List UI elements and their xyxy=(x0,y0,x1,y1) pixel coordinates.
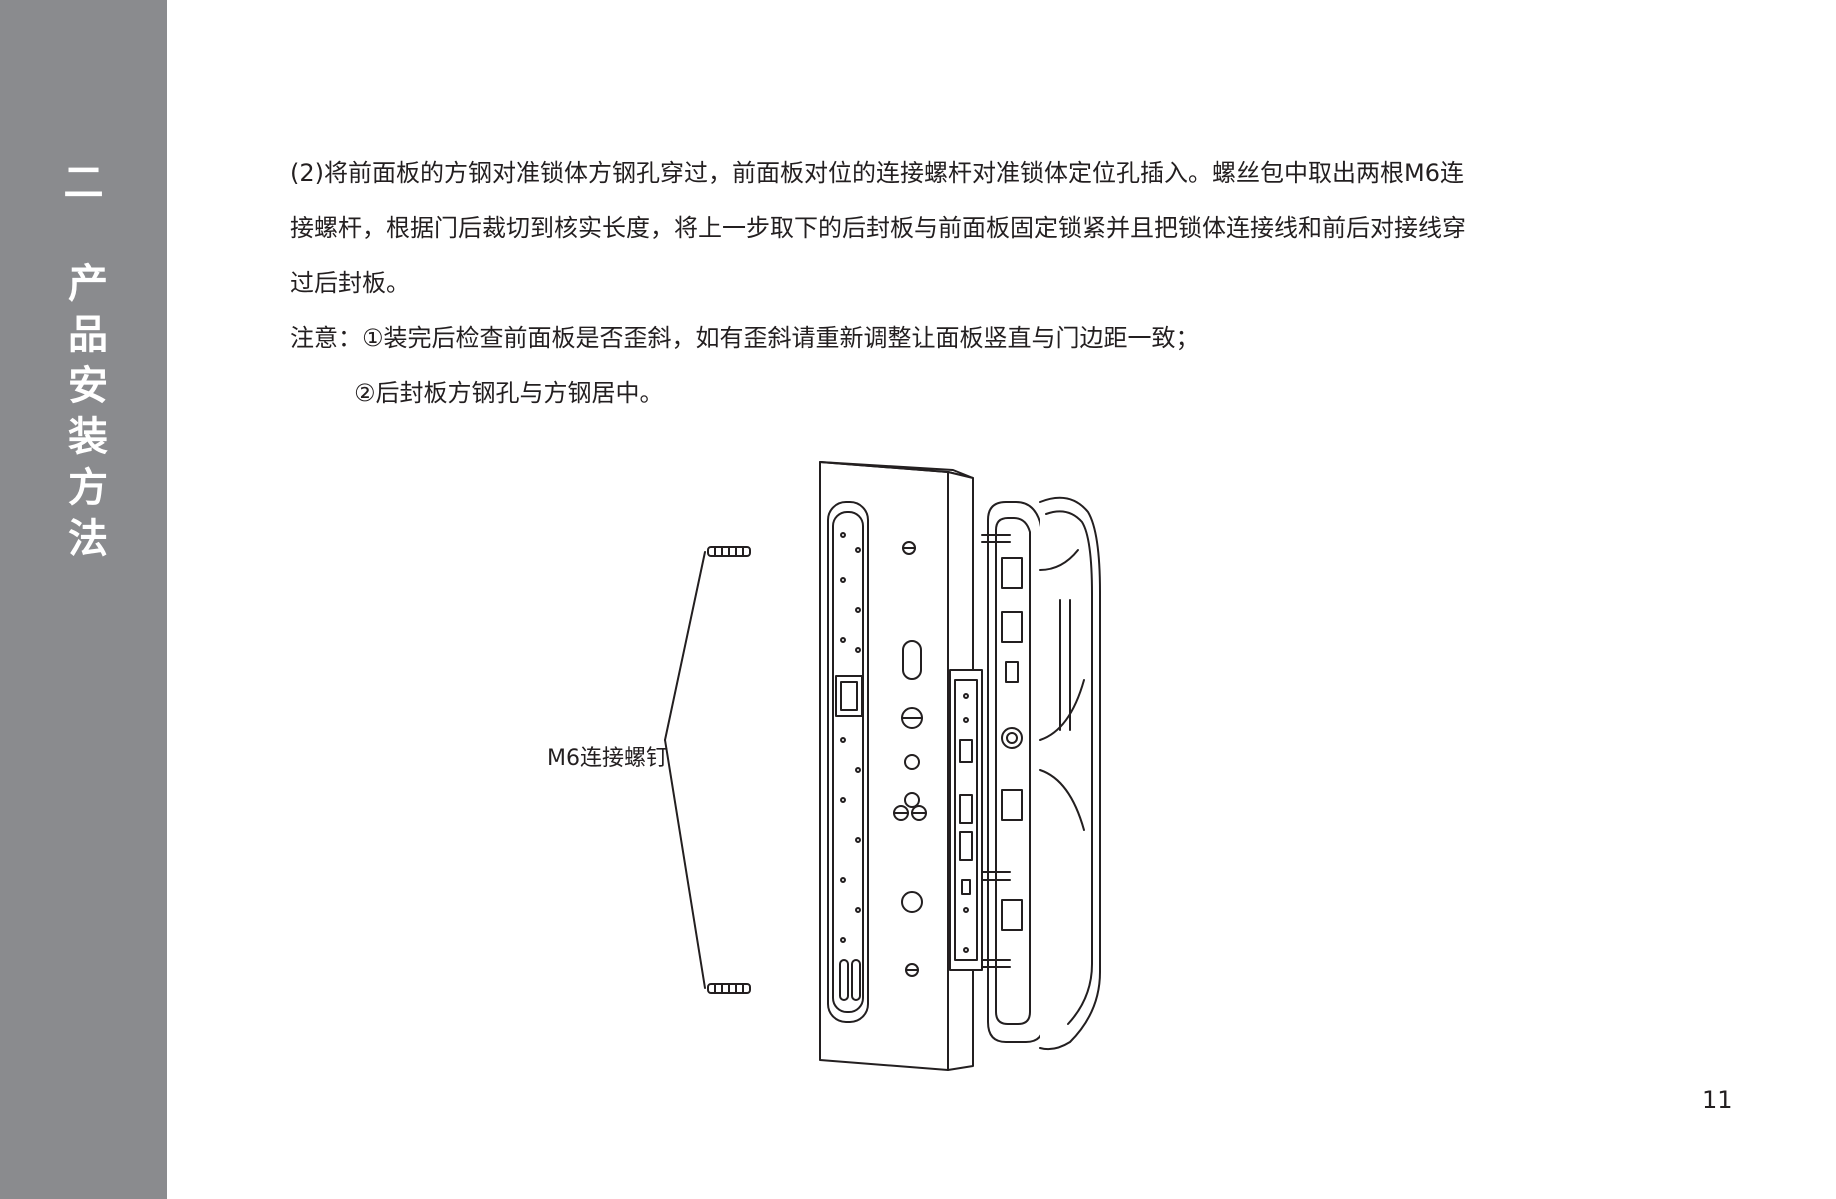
front-panel xyxy=(981,501,1045,1043)
mortise-lock-body xyxy=(949,669,983,971)
paragraph-line-3: 过后封板。 xyxy=(290,269,410,297)
installation-diagram xyxy=(540,440,1140,1080)
installation-drawing xyxy=(664,461,1101,1071)
front-handle xyxy=(1039,496,1101,1051)
back-plate xyxy=(827,501,869,1023)
m6-screw-top xyxy=(707,546,751,557)
callout-lines xyxy=(664,551,706,989)
page-number: 11 xyxy=(1702,1086,1733,1114)
paragraph-line-1: (2)将前面板的方钢对准锁体方钢孔穿过，前面板对位的连接螺杆对准锁体定位孔插入。… xyxy=(290,159,1464,187)
chapter-sidebar: 二 产品安装方法 xyxy=(0,0,167,1199)
chapter-title: 产品安装方法 xyxy=(61,262,107,568)
instruction-text: (2)将前面板的方钢对准锁体方钢孔穿过，前面板对位的连接螺杆对准锁体定位孔插入。… xyxy=(290,146,1610,421)
note-line-1: 注意：①装完后检查前面板是否歪斜，如有歪斜请重新调整让面板竖直与门边距一致； xyxy=(290,324,1200,352)
paragraph-line-2: 接螺杆，根据门后裁切到核实长度，将上一步取下的后封板与前面板固定锁紧并且把锁体连… xyxy=(290,214,1466,242)
m6-screw-callout-label: M6连接螺钉 xyxy=(547,746,668,771)
chapter-number: 二 xyxy=(63,160,104,206)
m6-screw-bottom xyxy=(707,983,751,994)
note-line-2: ②后封板方钢孔与方钢居中。 xyxy=(354,379,664,407)
